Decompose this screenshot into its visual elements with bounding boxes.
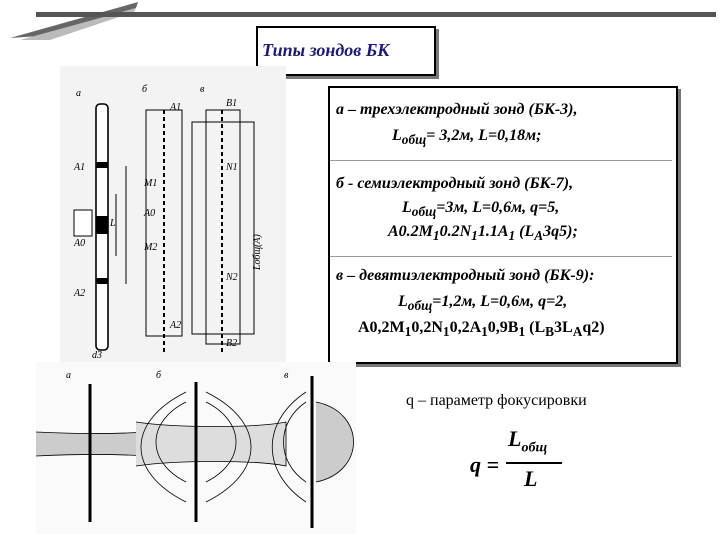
dim-label-d3: d3 xyxy=(92,350,102,361)
probe-b-L: L xyxy=(402,199,412,216)
dim-label-L: L xyxy=(109,218,116,229)
probe-b-line1: б - семиэлектродный зонд (БК-7), xyxy=(336,175,574,192)
slide-decoration xyxy=(10,2,716,40)
probe-c-L-sub: общ xyxy=(407,298,433,314)
electrode-a1 xyxy=(96,162,108,168)
equation-numerator: Lобщ xyxy=(508,426,548,456)
current-field-figure: а б в xyxy=(35,362,356,534)
probe-c-outer-wiring xyxy=(191,121,255,335)
probe-c-params: =1,2м, L=0,6м, q=2, xyxy=(432,293,568,310)
instrument-box xyxy=(73,209,93,237)
electrode-label-n1: N1 xyxy=(225,162,238,173)
probe-c-line2: Lобщ=1,2м, L=0,6м, q=2, xyxy=(398,292,567,316)
probe-b-line2: Lобщ=3м, L=0,6м, q=5, xyxy=(402,198,559,222)
electrode-label-a2: A2 xyxy=(73,288,85,299)
probe-c-L: L xyxy=(398,293,408,310)
description-box xyxy=(328,86,678,364)
electrode-a0 xyxy=(96,216,108,234)
title-box xyxy=(256,26,436,76)
electrode-label-m1: M1 xyxy=(143,178,157,189)
electrode-label-a1-b: A1 xyxy=(169,102,181,113)
electrode-label-n2: N2 xyxy=(225,272,238,283)
equation-denominator: L xyxy=(524,466,538,491)
probe-b-params: =3м, L=0,6м, q=5, xyxy=(436,199,560,216)
field-panel-label-a: а xyxy=(66,370,71,381)
equation-lhs: q = xyxy=(470,452,500,477)
slide-title: Типы зондов БК xyxy=(262,40,390,60)
divider-1 xyxy=(330,160,672,161)
probe-b-formula: A0.2M10.2N11.1A1 (LA3q5); xyxy=(388,223,578,244)
dim-label-lobsh-a: Lобщ(A) xyxy=(252,234,263,271)
probe-a-line1: а – трехэлектродный зонд (БК-3), xyxy=(336,101,578,118)
electrode-label-b2: B2 xyxy=(226,338,237,349)
probe-schematic-drawing: а б в A1 A0 A2 L d3 A1 M1 A0 M2 A2 B1 N1… xyxy=(73,84,263,361)
probe-c-wiring xyxy=(205,109,241,345)
electrode-label-a1: A1 xyxy=(73,162,85,173)
probe-c-formula: A0,2M10,2N10,2A10,9B1 (LB3LAq2) xyxy=(358,319,605,340)
electrode-label-a2-b: A2 xyxy=(169,320,181,331)
electrode-label-a0: A0 xyxy=(73,238,85,249)
current-field-drawing: а б в xyxy=(35,370,354,528)
panel-label-b: б xyxy=(142,84,148,95)
electrode-a2 xyxy=(96,278,108,284)
field-panel-label-b: б xyxy=(156,370,162,381)
probe-b-L-sub: общ xyxy=(411,204,437,220)
electrode-label-m2: M2 xyxy=(143,242,157,253)
probe-schematic-figure: а б в A1 A0 A2 L d3 A1 M1 A0 M2 A2 B1 N1… xyxy=(60,66,286,362)
probe-b-wiring xyxy=(145,109,183,337)
probe-c-line1: в – девятиэлектродный зонд (БК-9): xyxy=(336,267,595,284)
probe-a-params: = 3,2м, L=0,18м; xyxy=(426,127,542,144)
focus-parameter-note: q – параметр фокусировки xyxy=(406,392,587,409)
probe-a-L-sub: общ xyxy=(401,132,427,148)
divider-2 xyxy=(330,256,672,257)
electrode-label-a0-b: A0 xyxy=(143,208,155,219)
panel-label-c: в xyxy=(200,84,205,95)
probe-a-L: L xyxy=(392,127,402,144)
equation-fraction-bar xyxy=(506,462,562,464)
electrode-label-b1: B1 xyxy=(226,98,237,109)
field-panel-label-c: в xyxy=(284,370,289,381)
panel-label-a: а xyxy=(76,88,81,99)
probe-a-line2: Lобщ= 3,2м, L=0,18м; xyxy=(392,126,541,150)
